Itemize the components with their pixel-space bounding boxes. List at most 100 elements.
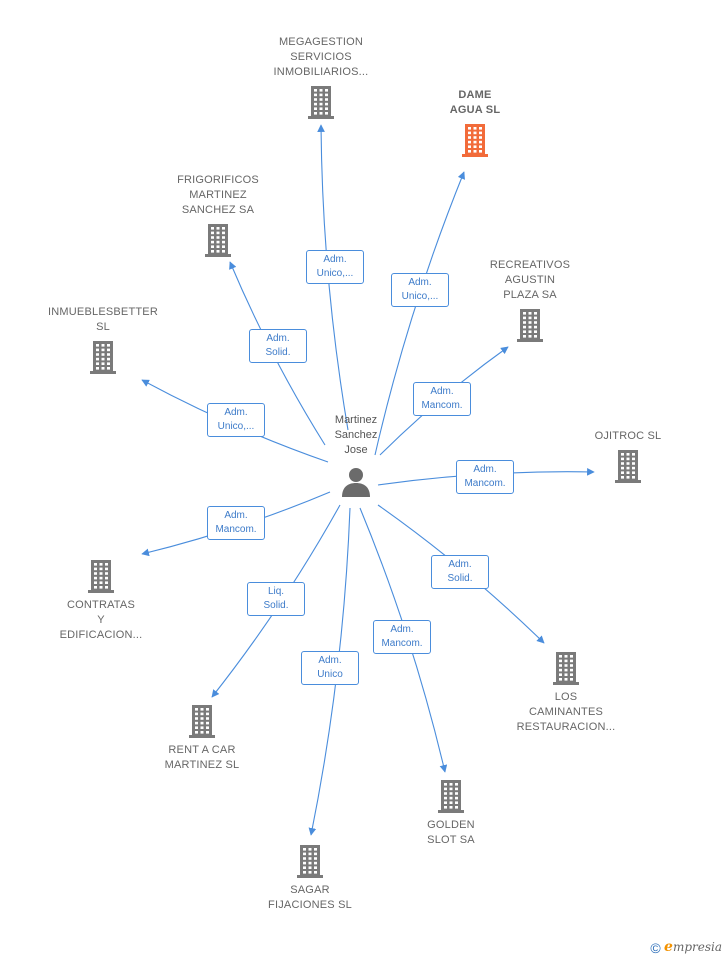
relationship-text: Mancom. [215,524,257,535]
center-person-name: Martinez Sanchez Jose [296,413,416,458]
relationship-text: Mancom. [421,400,463,411]
relationship-text: Adm. [473,464,497,475]
company-name-line: SL [96,321,110,333]
edge-dame-agua [374,171,465,456]
relationship-label-inmueblesbetter[interactable]: Adm. Unico,... [207,403,265,437]
relationship-text: Unico,... [401,291,439,302]
company-name-line: FRIGORIFICOS [177,174,259,186]
relationship-text: Adm. [323,254,347,265]
building-icon [297,845,323,878]
relationship-label-los-caminantes[interactable]: Adm. Solid. [431,555,489,589]
relationship-label-dame-agua[interactable]: Adm. Unico,... [391,273,449,307]
relationship-text: Solid. [265,347,291,358]
person-icon [342,468,370,497]
relationship-text: Solid. [447,573,473,584]
company-node-megagestion[interactable]: MEGAGESTION SERVICIOS INMOBILIARIOS... [241,35,401,120]
relationship-text: Adm. [408,277,432,288]
relationship-text: Liq. [267,586,285,597]
building-icon [517,309,543,342]
relationship-label-rent-a-car[interactable]: Liq. Solid. [247,582,305,616]
company-name-line: EDIFICACION... [59,629,143,641]
relationship-text: Unico [317,669,343,680]
relationship-text: Adm. [224,407,248,418]
building-icon [615,450,641,483]
relationship-text: Adm. [448,559,472,570]
building-icon [462,124,488,157]
relationship-text: Unico,... [316,268,354,279]
brand-logo-text: mpresia [672,940,722,955]
company-name-line: CAMINANTES [528,706,604,718]
company-node-dame-agua[interactable]: DAME AGUA SL [395,88,555,158]
building-icon [205,224,231,257]
relationship-text: Unico,... [217,421,255,432]
company-name-line: SERVICIOS [290,51,352,63]
relationship-label-ojitroc[interactable]: Adm. Mancom. [456,460,514,494]
building-icon [90,341,116,374]
relationship-text: Mancom. [381,638,423,649]
relationship-label-recreativos[interactable]: Adm. Mancom. [413,382,471,416]
company-node-sagar[interactable]: SAGAR FIJACIONES SL [230,843,390,913]
copyright-icon: © [650,940,661,956]
company-name-line: AGUA SL [449,104,501,116]
company-node-contratas[interactable]: CONTRATAS Y EDIFICACION... [21,558,181,643]
company-name-line: SLOT SA [427,834,475,846]
company-name: FRIGORIFICOS MARTINEZ SANCHEZ SA [138,173,298,218]
brand-logo-initial: e [664,939,673,956]
company-name: GOLDEN SLOT SA [371,818,531,848]
company-name-line: INMUEBLESBETTER [48,306,158,318]
company-name-line: Y [97,614,105,626]
company-name: DAME AGUA SL [395,88,555,118]
building-icon [438,780,464,813]
company-name-line: FIJACIONES SL [268,899,352,911]
company-name: RENT A CAR MARTINEZ SL [122,743,282,773]
company-node-inmueblesbetter[interactable]: INMUEBLESBETTER SL [23,305,183,375]
company-name-line: SAGAR [290,884,330,896]
company-name-line: RESTAURACION... [516,721,616,733]
relationship-label-sagar[interactable]: Adm. Unico [301,651,359,685]
company-name-line: SANCHEZ SA [181,204,255,216]
relationship-label-frigorificos[interactable]: Adm. Solid. [249,329,307,363]
center-person[interactable]: Martinez Sanchez Jose [296,413,416,498]
relationship-label-golden-slot[interactable]: Adm. Mancom. [373,620,431,654]
company-name-line: DAME [458,89,492,101]
company-node-ojitroc[interactable]: OJITROC SL [548,429,708,484]
building-icon [88,560,114,593]
company-name: MEGAGESTION SERVICIOS INMOBILIARIOS... [241,35,401,80]
building-icon [553,652,579,685]
company-name: LOS CAMINANTES RESTAURACION... [486,690,646,735]
relationship-text: Adm. [266,333,290,344]
company-name: INMUEBLESBETTER SL [23,305,183,335]
company-name-line: RENT A CAR [168,744,236,756]
relationship-text: Mancom. [464,478,506,489]
relationship-label-megagestion[interactable]: Adm. Unico,... [306,250,364,284]
relationship-text: Solid. [263,600,289,611]
company-name: CONTRATAS Y EDIFICACION... [21,598,181,643]
building-icon [308,86,334,119]
company-node-frigorificos[interactable]: FRIGORIFICOS MARTINEZ SANCHEZ SA [138,173,298,258]
company-node-rent-a-car[interactable]: RENT A CAR MARTINEZ SL [122,703,282,773]
company-name: SAGAR FIJACIONES SL [230,883,390,913]
company-name-line: GOLDEN [427,819,475,831]
company-name-line: AGUSTIN [504,274,556,286]
relationship-text: Adm. [430,386,454,397]
company-name-line: LOS [554,691,578,703]
company-name-line: OJITROC SL [594,430,662,442]
company-name-line: CONTRATAS [66,599,135,611]
company-node-los-caminantes[interactable]: LOS CAMINANTES RESTAURACION... [486,650,646,735]
relationship-text: Adm. [318,655,342,666]
center-name-line: Jose [344,444,368,456]
footer-brand[interactable]: © empresia [650,939,722,956]
company-node-golden-slot[interactable]: GOLDEN SLOT SA [371,778,531,848]
company-name-line: MEGAGESTION [278,36,364,48]
company-name-line: MARTINEZ SL [164,759,240,771]
relationship-text: Adm. [224,510,248,521]
company-name-line: MARTINEZ [189,189,247,201]
building-icon [189,705,215,738]
relationship-text: Adm. [390,624,414,635]
center-name-line: Martinez [334,414,378,426]
center-name-line: Sanchez [334,429,378,441]
relationship-label-contratas[interactable]: Adm. Mancom. [207,506,265,540]
company-name-line: INMOBILIARIOS... [273,66,369,78]
